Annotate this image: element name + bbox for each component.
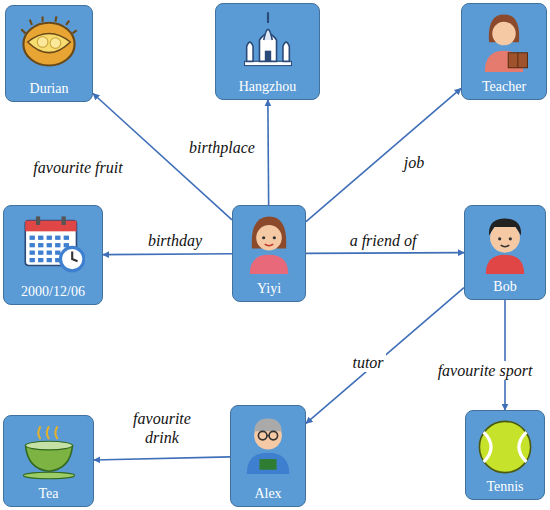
relation-label: tutor bbox=[350, 353, 385, 372]
relation-label: birthplace bbox=[187, 138, 257, 157]
relation-arrow bbox=[306, 288, 464, 424]
entity-box: Hangzhou bbox=[215, 3, 320, 100]
entity-name: Alex bbox=[254, 486, 281, 506]
tea-icon bbox=[17, 420, 81, 484]
relation-label: a friend of bbox=[348, 231, 419, 250]
calendar-icon bbox=[21, 210, 85, 274]
entity-name: Teacher bbox=[482, 79, 526, 99]
relation-label: job bbox=[402, 153, 426, 172]
entity-name: Yiyi bbox=[257, 281, 281, 301]
girl-avatar bbox=[237, 210, 301, 274]
man-avatar bbox=[236, 410, 300, 474]
teacher-icon bbox=[472, 8, 536, 72]
relation-label: favourite drink bbox=[118, 409, 206, 447]
relation-arrow bbox=[267, 100, 269, 205]
entity-box: 2000/12/06 bbox=[3, 205, 103, 305]
relation-arrow bbox=[94, 457, 230, 460]
relation-arrow bbox=[103, 253, 232, 255]
durian-icon bbox=[17, 10, 81, 74]
relation-label: favourite fruit bbox=[31, 158, 124, 177]
entity-box: Tennis bbox=[465, 410, 545, 500]
entity-name: Tennis bbox=[486, 479, 523, 499]
entity-box: Yiyi bbox=[232, 205, 306, 302]
entity-box: Bob bbox=[464, 205, 546, 300]
pagoda-icon bbox=[236, 8, 300, 72]
entity-name: Durian bbox=[30, 81, 69, 101]
entity-name: Hangzhou bbox=[239, 79, 297, 99]
relation-label: birthday bbox=[146, 231, 204, 250]
tennis-ball-icon bbox=[473, 415, 537, 479]
entity-name: Tea bbox=[38, 486, 58, 506]
entity-box: Durian bbox=[5, 5, 93, 102]
relation-arrow bbox=[306, 88, 461, 221]
entity-name: Bob bbox=[493, 279, 516, 299]
relation-arrow bbox=[504, 300, 506, 410]
relation-label: favourite sport bbox=[436, 361, 535, 380]
boy-avatar bbox=[473, 210, 537, 274]
relation-arrow bbox=[306, 252, 464, 254]
entity-name: 2000/12/06 bbox=[21, 284, 85, 304]
entity-box: Alex bbox=[230, 405, 306, 507]
entity-box: Teacher bbox=[461, 3, 547, 100]
entity-box: Tea bbox=[3, 415, 94, 507]
